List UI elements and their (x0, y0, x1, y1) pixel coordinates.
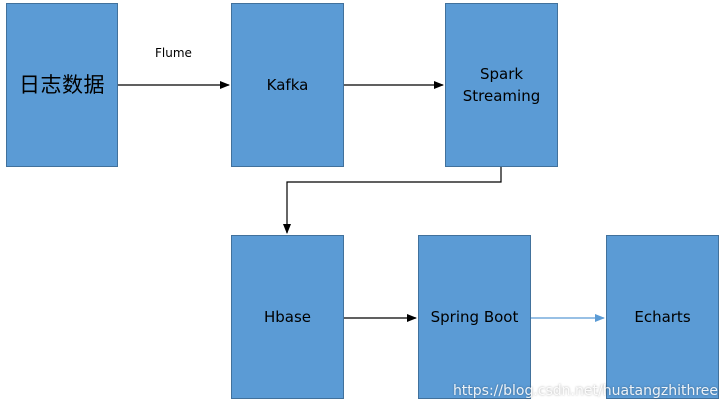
edge-spark-hbase (283, 167, 502, 234)
watermark: https://blog.csdn.net/huatangzhithree (452, 383, 718, 399)
node-log-data: 日志数据 (6, 3, 118, 167)
node-kafka: Kafka (231, 3, 344, 167)
node-label: 日志数据 (19, 73, 105, 97)
node-spring-boot: Spring Boot (418, 235, 531, 399)
node-label: Spring Boot (430, 308, 519, 326)
node-label: Hbase (263, 308, 312, 326)
node-label: Echarts (634, 308, 691, 326)
edge-label-flume: Flume (155, 46, 192, 60)
node-label: Spark Streaming (462, 65, 541, 105)
node-spark-streaming: Spark Streaming (445, 3, 558, 167)
node-echarts: Echarts (606, 235, 719, 399)
node-hbase: Hbase (231, 235, 344, 399)
node-label: Kafka (266, 76, 309, 94)
